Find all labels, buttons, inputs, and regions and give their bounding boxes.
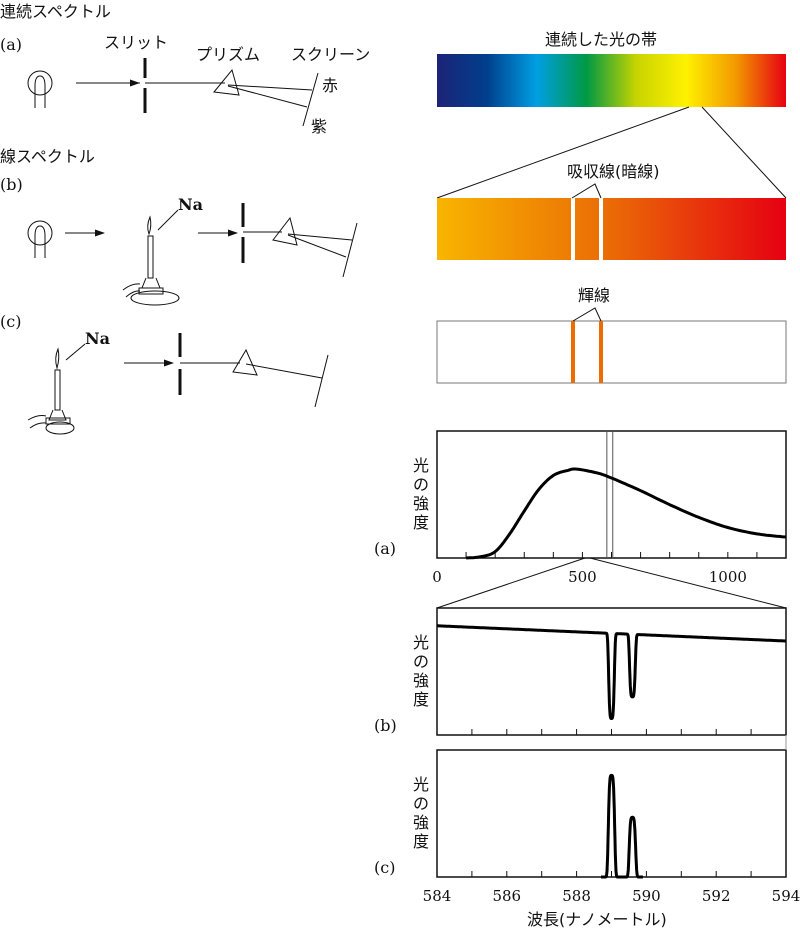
label-a: (a): [0, 35, 22, 54]
emission-line-2: [599, 321, 603, 383]
y-axis-label-char: 光: [413, 633, 429, 652]
y-axis-label-char: の: [413, 652, 429, 671]
label-b: (b): [0, 175, 23, 194]
optics-a: [76, 58, 319, 127]
y-axis-label-char: 強: [413, 494, 429, 513]
emission-pointer: [572, 307, 602, 322]
panel-label: (b): [374, 716, 397, 735]
continuous-band-label: 連続した光の帯: [545, 30, 657, 49]
y-axis-label-char: 強: [413, 813, 429, 832]
x-tick-label: 584: [423, 887, 452, 905]
absorption-line-2: [599, 198, 603, 260]
zoom-line-right: [701, 106, 787, 199]
intensity-curve: [435, 624, 788, 720]
line-spectrum-title: 線スペクトル: [0, 147, 95, 166]
y-axis-label-char: 光: [413, 456, 429, 475]
x-tick-label: 0: [432, 568, 442, 586]
na-label-c: Na: [85, 329, 110, 348]
x-tick-label: 1000: [709, 568, 747, 586]
absorption-band: [437, 198, 786, 260]
x-axis-label: 波長(ナノメートル): [527, 910, 667, 929]
optics-c: [27, 333, 329, 435]
y-axis-label-char: 強: [413, 671, 429, 690]
emission-line-1: [571, 321, 575, 383]
chart-zoom-line-right: [589, 557, 787, 609]
intensity-curve: [465, 467, 787, 560]
y-axis-label-char: 度: [413, 690, 429, 709]
x-tick-label: 588: [562, 887, 591, 905]
emission-band: [436, 320, 787, 384]
chart-zoom-line-left: [436, 557, 586, 609]
y-axis-label-char: 度: [413, 513, 429, 532]
plot-frame: [436, 430, 787, 559]
panel-label: (a): [374, 539, 396, 558]
plot-frame: [436, 749, 787, 878]
light-bulb-icon-a: [27, 70, 53, 108]
emission-label: 輝線: [578, 286, 610, 305]
light-bulb-icon-b: [27, 220, 53, 258]
burner-icon-c: [27, 347, 75, 435]
x-tick-label: 594: [772, 887, 800, 905]
y-axis-label-char: 光: [413, 775, 429, 794]
panel-label: (c): [374, 858, 395, 877]
zoom-line-left: [436, 106, 690, 199]
optics-b: [65, 203, 358, 306]
y-axis-label-char: の: [413, 475, 429, 494]
prism-label: プリズム: [196, 45, 260, 64]
burner-icon-b: [122, 215, 180, 306]
x-tick-label: 592: [702, 887, 731, 905]
continuous-spectrum-title: 連続スペクトル: [0, 2, 111, 21]
screen-label: スクリーン: [291, 45, 370, 64]
y-axis-label-char: の: [413, 794, 429, 813]
absorption-line-1: [571, 198, 575, 260]
label-c: (c): [0, 312, 21, 331]
x-tick-label: 500: [568, 568, 597, 586]
slit-label: スリット: [104, 33, 168, 52]
red-label: 赤: [322, 76, 338, 95]
intensity-curve: [599, 773, 645, 879]
continuous-band: [437, 54, 786, 107]
x-tick-label: 586: [492, 887, 521, 905]
absorption-label: 吸収線(暗線): [567, 162, 660, 181]
na-label-b: Na: [178, 195, 203, 214]
absorption-pointer: [571, 183, 602, 199]
x-tick-label: 590: [632, 887, 661, 905]
y-axis-label-char: 度: [413, 832, 429, 851]
violet-label: 紫: [311, 117, 327, 136]
